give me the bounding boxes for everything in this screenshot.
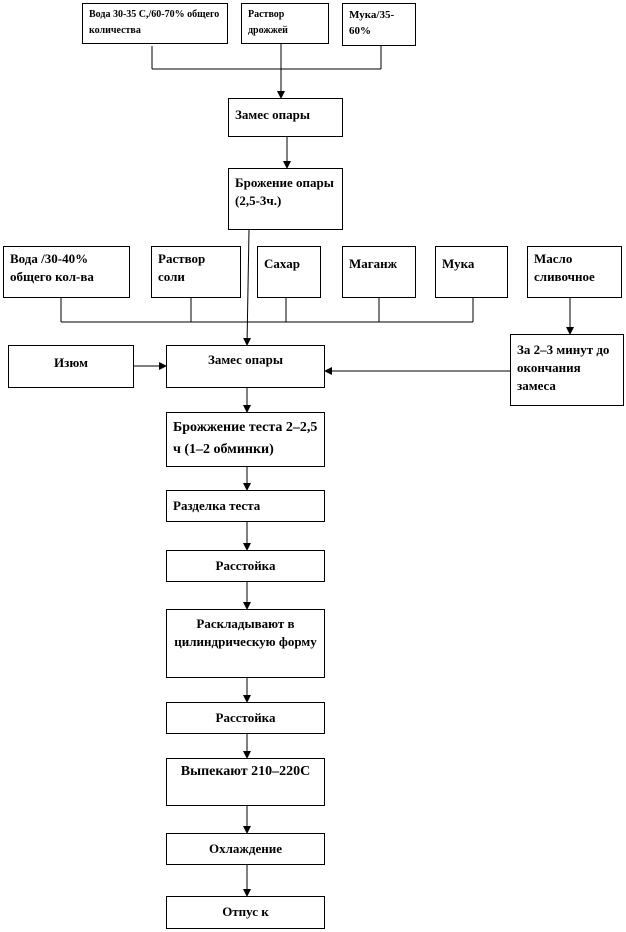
node-lay-into-form: Раскладывают в цилиндрическую форму [166, 609, 325, 678]
node-yeast-solution: Раствор дрожжей [241, 3, 329, 44]
node-proofing-1: Расстойка [166, 550, 325, 582]
arrow-sponge-to-dough-mix [243, 229, 252, 346]
node-before-end-of-mixing: За 2–3 минут до окончания замеса [510, 334, 624, 406]
node-baking: Выпекают 210–220С [166, 758, 325, 806]
node-sugar: Сахар [257, 246, 321, 298]
node-sponge-mixing: Замес опары [228, 98, 343, 137]
node-proofing-2: Расстойка [166, 702, 325, 734]
node-dough-mixing: Замес опары [166, 345, 325, 388]
node-salt-solution: Раствор соли [151, 246, 241, 298]
node-flour-35-60: Мука/35-60% [342, 3, 416, 46]
node-sponge-fermentation: Брожение опары (2,5-3ч.) [228, 168, 343, 230]
node-water-30-40: Вода /30-40% общего кол-ва [3, 246, 130, 298]
node-margarine: Маганж [342, 246, 416, 298]
node-raisins: Изюм [8, 345, 134, 388]
node-flour: Мука [435, 246, 508, 298]
node-dough-dividing: Разделка теста [166, 490, 325, 522]
node-water-30-35: Вода 30-35 С,/60-70% общего количества [82, 3, 228, 44]
node-release: Отпус к [166, 896, 325, 929]
node-butter: Масло сливочное [527, 246, 622, 298]
node-dough-fermentation: Брожжение теста 2–2,5 ч (1–2 обминки) [166, 412, 325, 467]
node-cooling: Охлаждение [166, 833, 325, 865]
